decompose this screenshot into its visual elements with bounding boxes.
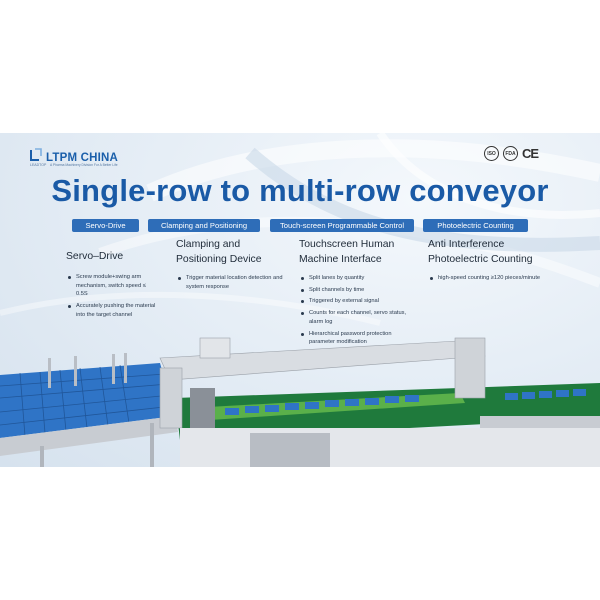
pill-clamping: Clamping and Positioning (148, 219, 260, 232)
logo-mark-text: LEADTOP (30, 163, 47, 167)
feature-bullet: Hierarchical password protection paramet… (299, 330, 411, 347)
feature-servo-drive: Servo–Drive Screw module+swing arm mecha… (66, 237, 158, 323)
pill-touchscreen: Touch-screen Programmable Control (270, 219, 414, 232)
feature-touchscreen: Touchscreen Human Machine Interface Spli… (299, 237, 411, 350)
feature-bullet: Split channels by time (299, 286, 411, 295)
conveyor-machine-illustration (0, 337, 600, 467)
feature-bullet: Trigger material location detection and … (176, 274, 286, 291)
feature-bullet: Screw module+swing arm mechanism, switch… (66, 273, 158, 299)
feature-clamping: Clamping and Positioning Device Trigger … (176, 237, 286, 294)
iso-badge-icon: ISO (484, 146, 499, 161)
feature-bullet: Accurately pushing the material into the… (66, 302, 158, 319)
pill-servo-drive: Servo-Drive (72, 219, 139, 232)
brand-logo: LTPM CHINA LEADTOP A Pharma Machinery Di… (30, 148, 119, 167)
fda-badge-icon: FDA (503, 146, 518, 161)
feature-bullet: Triggered by external signal (299, 297, 411, 306)
pill-photoelectric: Photoelectric Counting (423, 219, 528, 232)
feature-heading: Clamping and Positioning Device (176, 239, 262, 265)
feature-bullet: high-speed counting ≥120 pieces/minute (428, 274, 543, 283)
feature-photoelectric: Anti Interference Photoelectric Counting… (428, 237, 543, 286)
feature-bullet: Split lanes by quantity (299, 274, 411, 283)
page-title: Single-row to multi-row conveyor (51, 173, 549, 208)
brand-name: LTPM CHINA (46, 152, 119, 164)
feature-bullet: Counts for each channel, servo status, a… (299, 309, 411, 326)
brand-tagline: A Pharma Machinery Division For A Better… (50, 163, 118, 167)
feature-heading: Servo–Drive (66, 251, 124, 262)
feature-heading: Anti Interference Photoelectric Counting (428, 239, 533, 265)
leadtop-logo-icon (30, 148, 42, 161)
feature-heading: Touchscreen Human Machine Interface (299, 239, 395, 265)
certification-badges: ISO FDA CE (484, 146, 539, 161)
product-banner: LTPM CHINA LEADTOP A Pharma Machinery Di… (0, 133, 600, 467)
ce-mark-icon: CE (522, 146, 539, 161)
